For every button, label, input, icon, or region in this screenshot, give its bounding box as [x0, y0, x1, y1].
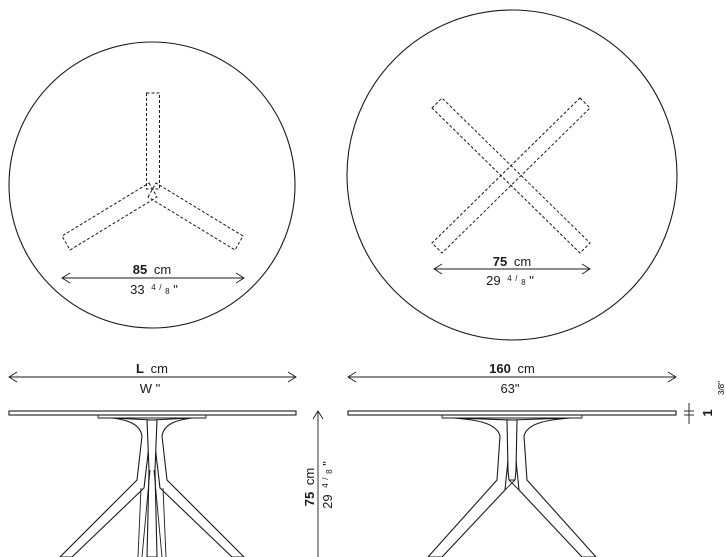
table-base-side-large — [427, 417, 597, 557]
tabletop-outline-large — [346, 9, 678, 341]
table-base-side-small — [59, 417, 245, 557]
base-diameter-inches: 29 — [486, 273, 500, 288]
base-diameter-inch-denominator: 8 — [521, 278, 526, 287]
svg-text:75 cm: 75 cm — [493, 254, 531, 269]
svg-text:75 cm: 75 cm — [302, 468, 317, 506]
height-value: 75 — [302, 492, 317, 506]
height-inches: 29 — [320, 494, 335, 508]
width-value: L — [136, 361, 144, 376]
tabletop-outline-small — [8, 41, 296, 329]
width-dimension-large: 160 cm 63" — [347, 361, 677, 396]
base-diameter-dimension-large: 75 cm 29 4 / 8 " — [433, 254, 591, 288]
top-view-small-table: 85 cm 33 4 / 8 " — [8, 41, 296, 329]
svg-text:85 cm: 85 cm — [133, 262, 171, 277]
inch-mark: " — [320, 461, 335, 466]
width-inches: 63" — [500, 381, 519, 396]
svg-text:L cm: L cm — [136, 361, 168, 376]
base-diameter-inch-numerator: 4 — [507, 274, 512, 283]
top-thickness-dimension: 1 3/8" — [684, 381, 726, 424]
svg-text:160 cm: 160 cm — [489, 361, 535, 376]
tabletop-side-large — [347, 410, 677, 416]
three-star-base-dashed — [61, 92, 244, 251]
base-diameter-value: 75 — [493, 254, 507, 269]
base-diameter-inches: 33 — [130, 282, 144, 297]
width-unit: cm — [151, 361, 168, 376]
base-diameter-inch-numerator: 4 — [151, 283, 156, 292]
base-diameter-dimension-small: 85 cm 33 4 / 8 " — [61, 262, 245, 297]
svg-text:29 4 /: 29 4 / 8 " — [486, 269, 534, 288]
top-thickness-fraction: 3/8" — [717, 381, 726, 395]
width-inches: W " — [140, 381, 161, 396]
base-diameter-value: 85 — [133, 262, 147, 277]
height-inch-numerator: 4 — [321, 483, 330, 488]
side-view-small-table: L cm W " 75 cm 2 — [8, 361, 335, 557]
height-dimension-small: 75 cm 29 4 / 8 " — [302, 410, 335, 557]
inch-mark: " — [173, 282, 178, 297]
side-view-large-table: 160 cm 63" 1 3/8" — [347, 361, 726, 557]
height-unit: cm — [302, 468, 317, 485]
width-dimension-small: L cm W " — [8, 361, 297, 396]
height-inch-denominator: 8 — [325, 469, 334, 474]
tabletop-side-small — [8, 410, 297, 416]
width-unit: cm — [517, 361, 534, 376]
top-thickness-value: 1 — [700, 409, 715, 416]
base-diameter-inch-denominator: 8 — [165, 287, 170, 296]
width-value: 160 — [489, 361, 511, 376]
base-diameter-unit: cm — [514, 254, 531, 269]
inch-mark: " — [529, 273, 534, 288]
top-view-large-table: 75 cm 29 4 / 8 " — [346, 9, 678, 341]
four-star-base-dashed — [431, 97, 591, 254]
svg-text:33 4 /: 33 4 / 8 " — [130, 278, 178, 297]
svg-text:29 4 /: 29 4 / 8 " — [316, 461, 335, 509]
svg-text:1: 1 — [700, 409, 715, 416]
base-diameter-unit: cm — [154, 262, 171, 277]
